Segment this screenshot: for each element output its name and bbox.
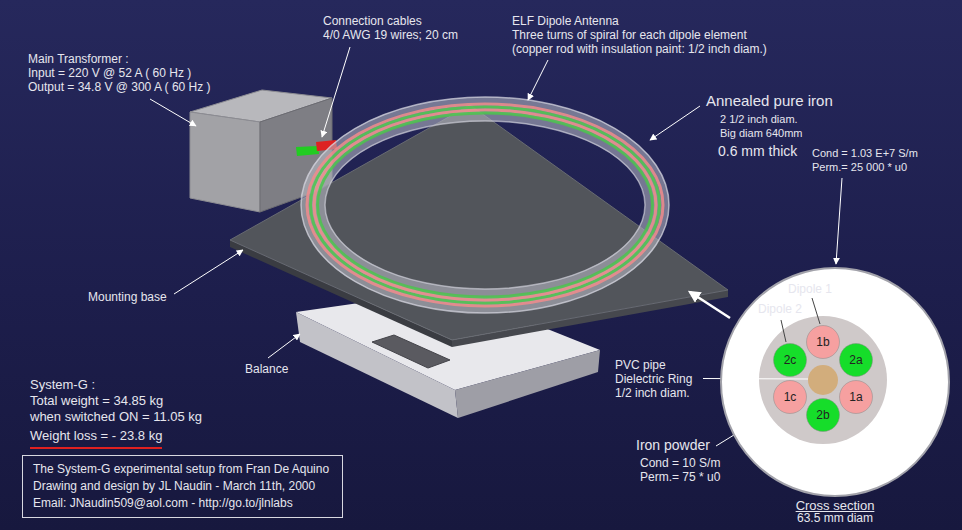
section-outline: [720, 267, 950, 497]
antenna-label: ELF Dipole Antenna: [512, 14, 619, 29]
credit-line: Drawing and design by JL Naudin - March …: [33, 478, 332, 495]
conductor-text: 1c: [773, 380, 807, 414]
dipole-stripe: [318, 113, 653, 297]
conductor-text: 2a: [839, 343, 873, 377]
ring-label: Annealed pure iron: [706, 92, 833, 110]
conductor-id: 2b: [816, 409, 829, 422]
antenna-spec: (copper rod with insulation paint: 1/2 i…: [512, 42, 767, 57]
conductor-text: 2c: [773, 343, 807, 377]
result-total: Weight loss = - 23.8 kg: [30, 428, 162, 449]
dipole-conductor: 1a: [839, 380, 873, 414]
ring-outline: [301, 97, 669, 313]
ring-spec: Big diam 640mm: [720, 126, 803, 140]
leader-line: [528, 60, 548, 100]
conductor-text: 2b: [806, 398, 840, 432]
pointer-arrow: [690, 292, 730, 318]
conductor-id: 1c: [784, 391, 797, 404]
cable-spec: 4/0 AWG 19 wires; 20 cm: [323, 28, 458, 43]
cable-label: Connection cables: [323, 14, 422, 29]
dipole-conductor: 1c: [773, 380, 807, 414]
part-label: Balance: [245, 362, 288, 377]
conductor-text: 1b: [806, 325, 840, 359]
pipe-label: PVC pipe: [615, 358, 666, 373]
transformer-label: Main Transformer :: [28, 52, 129, 67]
transformer-spec: Output = 34.8 V @ 300 A ( 60 Hz ): [28, 80, 211, 95]
dipole-label: Dipole 2: [758, 302, 802, 317]
conductor-disc: [807, 326, 840, 359]
result-value: when switched ON = 11.05 kg: [30, 409, 202, 425]
ring-spec: 0.6 mm thick: [718, 143, 797, 160]
ring-spec: 2 1/2 inch diam.: [720, 112, 798, 126]
conductor-disc: [774, 381, 807, 414]
leader-line: [322, 47, 350, 137]
dipole-conductor: 2b: [806, 398, 840, 432]
ring-outline: [325, 121, 645, 289]
powder-spec: Perm.= 75 * u0: [640, 470, 720, 485]
pipe-label: Dielectric Ring: [615, 372, 692, 387]
leader-line: [703, 378, 808, 380]
balance-side: [455, 350, 600, 418]
ring-body: [313, 109, 657, 301]
dipole-stripe: [311, 107, 660, 303]
cross-section-circle: Cross section63.5 mm diam1b2c2a1c1a2b: [720, 267, 950, 497]
cable-green: [296, 146, 319, 156]
result-heading: System-G :: [30, 377, 95, 393]
transformer-spec: Input = 220 V @ 52 A ( 60 Hz ): [28, 66, 191, 81]
material-spec: Cond = 1.03 E+7 S/m: [812, 146, 918, 160]
base-plate: [230, 105, 728, 340]
leader-line: [650, 106, 700, 140]
powder-label: Iron powder: [636, 437, 710, 454]
material-spec: Perm.= 25 000 * u0: [812, 160, 907, 174]
leader-line: [268, 334, 300, 358]
section-border: [721, 268, 949, 496]
conductor-id: 1b: [816, 336, 829, 349]
conductor-id: 1a: [849, 391, 862, 404]
powder-spec: Cond = 10 S/m: [640, 456, 720, 471]
section-dimension: 63.5 mm diam: [720, 512, 950, 525]
result-value: Total weight = 34.85 kg: [30, 393, 163, 409]
conductor-id: 2a: [849, 354, 862, 367]
leader-line: [150, 99, 196, 126]
conductor-disc: [774, 344, 807, 377]
dipole-conductor: 2a: [839, 343, 873, 377]
conductor-disc: [807, 399, 840, 432]
dipole-stripe: [314, 110, 656, 300]
ring-highlight: [313, 109, 657, 301]
transformer-front: [190, 112, 260, 212]
section-heading: Cross section63.5 mm diam: [720, 499, 950, 525]
leader-line: [174, 250, 243, 294]
section-ground: [721, 268, 949, 496]
credit-line: The System-G experimental setup from Fra…: [33, 461, 332, 478]
credit-box: The System-G experimental setup from Fra…: [22, 455, 343, 518]
leader-line: [716, 414, 768, 446]
leader-line: [836, 178, 842, 264]
dipole-conductor: 2c: [773, 343, 807, 377]
dipole-label: Dipole 1: [788, 282, 832, 297]
leader-line: [781, 320, 786, 342]
conductor-disc: [840, 381, 873, 414]
iron-ring: [301, 97, 669, 313]
conductor-id: 2c: [784, 354, 797, 367]
antenna-spec: Three turns of spiral for each dipole el…: [512, 28, 747, 43]
pvc-pipe: [808, 365, 838, 395]
conductor-text: 1a: [839, 380, 873, 414]
section-title: Cross section: [720, 499, 950, 512]
iron-powder-area: [759, 316, 887, 444]
leader-line: [812, 298, 820, 324]
dipole-stripe: [307, 104, 663, 306]
pipe-spec: 1/2 inch diam.: [615, 386, 690, 401]
conductor-disc: [840, 344, 873, 377]
credit-line: Email: JNaudin509@aol.com - http://go.to…: [33, 495, 332, 512]
dipole-conductor: 1b: [806, 325, 840, 359]
part-label: Mounting base: [88, 290, 167, 305]
